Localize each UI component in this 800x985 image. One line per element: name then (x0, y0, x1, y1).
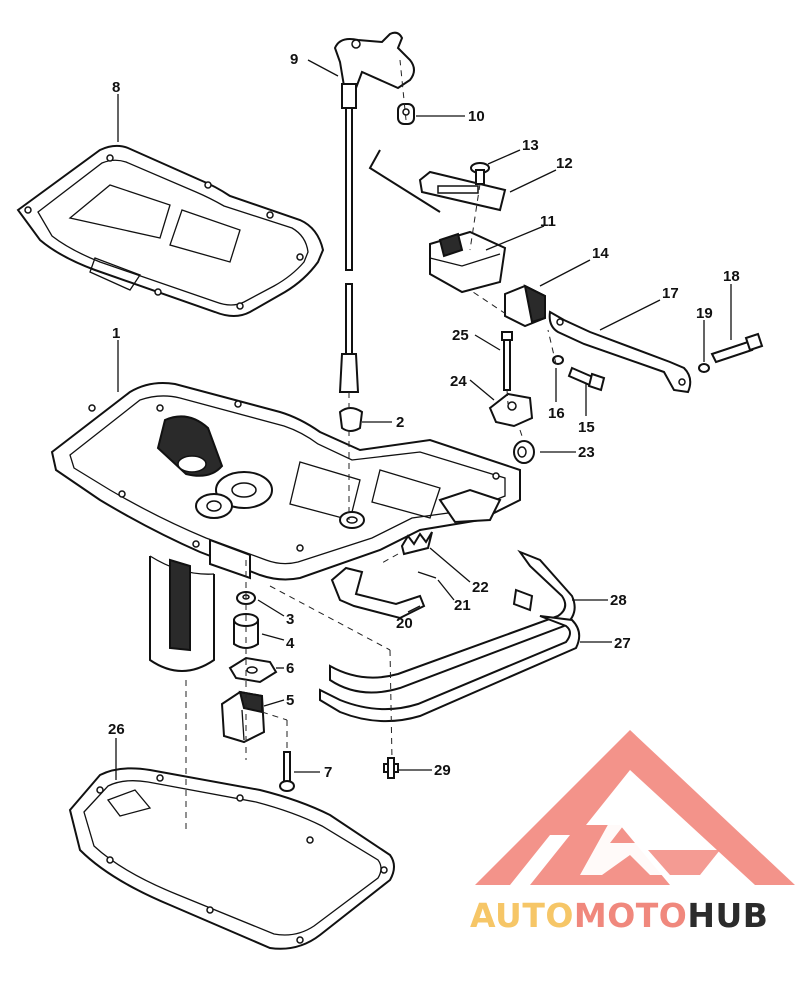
part-8-gasket (16, 144, 325, 317)
callout-2: 2 (396, 414, 404, 431)
part-14-block (504, 284, 546, 328)
callout-1: 1 (112, 325, 120, 342)
part-20-bracket (330, 566, 426, 620)
callout-7: 7 (324, 764, 332, 781)
part-25-bolt (501, 331, 513, 391)
leader-lines (115, 59, 732, 780)
callout-22: 22 (472, 579, 489, 596)
callout-27: 27 (614, 635, 631, 652)
part-18-bolt (710, 332, 764, 364)
callout-11: 11 (540, 213, 556, 230)
callout-29: 29 (434, 762, 451, 779)
logo-wordmark: AUTOMOTOHUB (470, 896, 800, 935)
callout-5: 5 (286, 692, 294, 709)
callout-17: 17 (662, 285, 679, 302)
part-19-washer (698, 363, 710, 373)
callout-26: 26 (108, 721, 125, 738)
part-23-bushing (513, 440, 535, 464)
callout-labels: 1 2 3 4 5 6 7 8 9 10 11 12 13 14 15 16 1… (108, 51, 740, 781)
part-26-gasket (68, 767, 395, 950)
part-15-bolt (567, 366, 606, 392)
part-24-clamp (488, 392, 534, 428)
part-28-rail (329, 549, 576, 694)
part-21-pin (417, 571, 437, 579)
part-22-spring (400, 531, 433, 556)
callout-14: 14 (592, 245, 609, 262)
part-5-mount (220, 690, 266, 744)
callout-9: 9 (290, 51, 298, 68)
callout-4: 4 (286, 635, 295, 652)
logo-text-hub: HUB (687, 896, 769, 935)
logo-text-auto: AUTO (470, 896, 574, 935)
callout-24: 24 (450, 373, 467, 390)
part-1-adapter-plate (50, 382, 521, 672)
part-17-link (548, 310, 692, 394)
callout-8: 8 (112, 79, 120, 96)
part-6-retainer (228, 656, 278, 684)
logo-text-moto: MOTO (573, 896, 688, 935)
callout-12: 12 (556, 155, 573, 172)
part-2-bushing (338, 407, 364, 432)
callout-19: 19 (696, 305, 713, 322)
callout-10: 10 (468, 108, 485, 125)
callout-25: 25 (452, 327, 469, 344)
part-11-bracket (368, 149, 507, 294)
automotohub-logo (475, 730, 795, 885)
part-9-shift-rod (333, 31, 415, 393)
callout-15: 15 (578, 419, 595, 436)
assembly-lines (185, 59, 557, 830)
callout-18: 18 (723, 268, 740, 285)
part-12-plate (418, 170, 507, 212)
logo-triangle-icon (475, 730, 795, 885)
part-29-screw (383, 757, 399, 779)
part-16-washer (552, 355, 564, 365)
callout-20: 20 (396, 615, 413, 632)
callout-13: 13 (522, 137, 539, 154)
callout-23: 23 (578, 444, 595, 461)
callout-28: 28 (610, 592, 627, 609)
callout-3: 3 (286, 611, 294, 628)
callout-6: 6 (286, 660, 294, 677)
part-7-screw (279, 751, 295, 792)
callout-16: 16 (548, 405, 565, 422)
part-27-rail (319, 615, 581, 723)
callout-21: 21 (454, 597, 471, 614)
part-10-grommet (397, 103, 415, 125)
part-13-screw (470, 162, 490, 185)
